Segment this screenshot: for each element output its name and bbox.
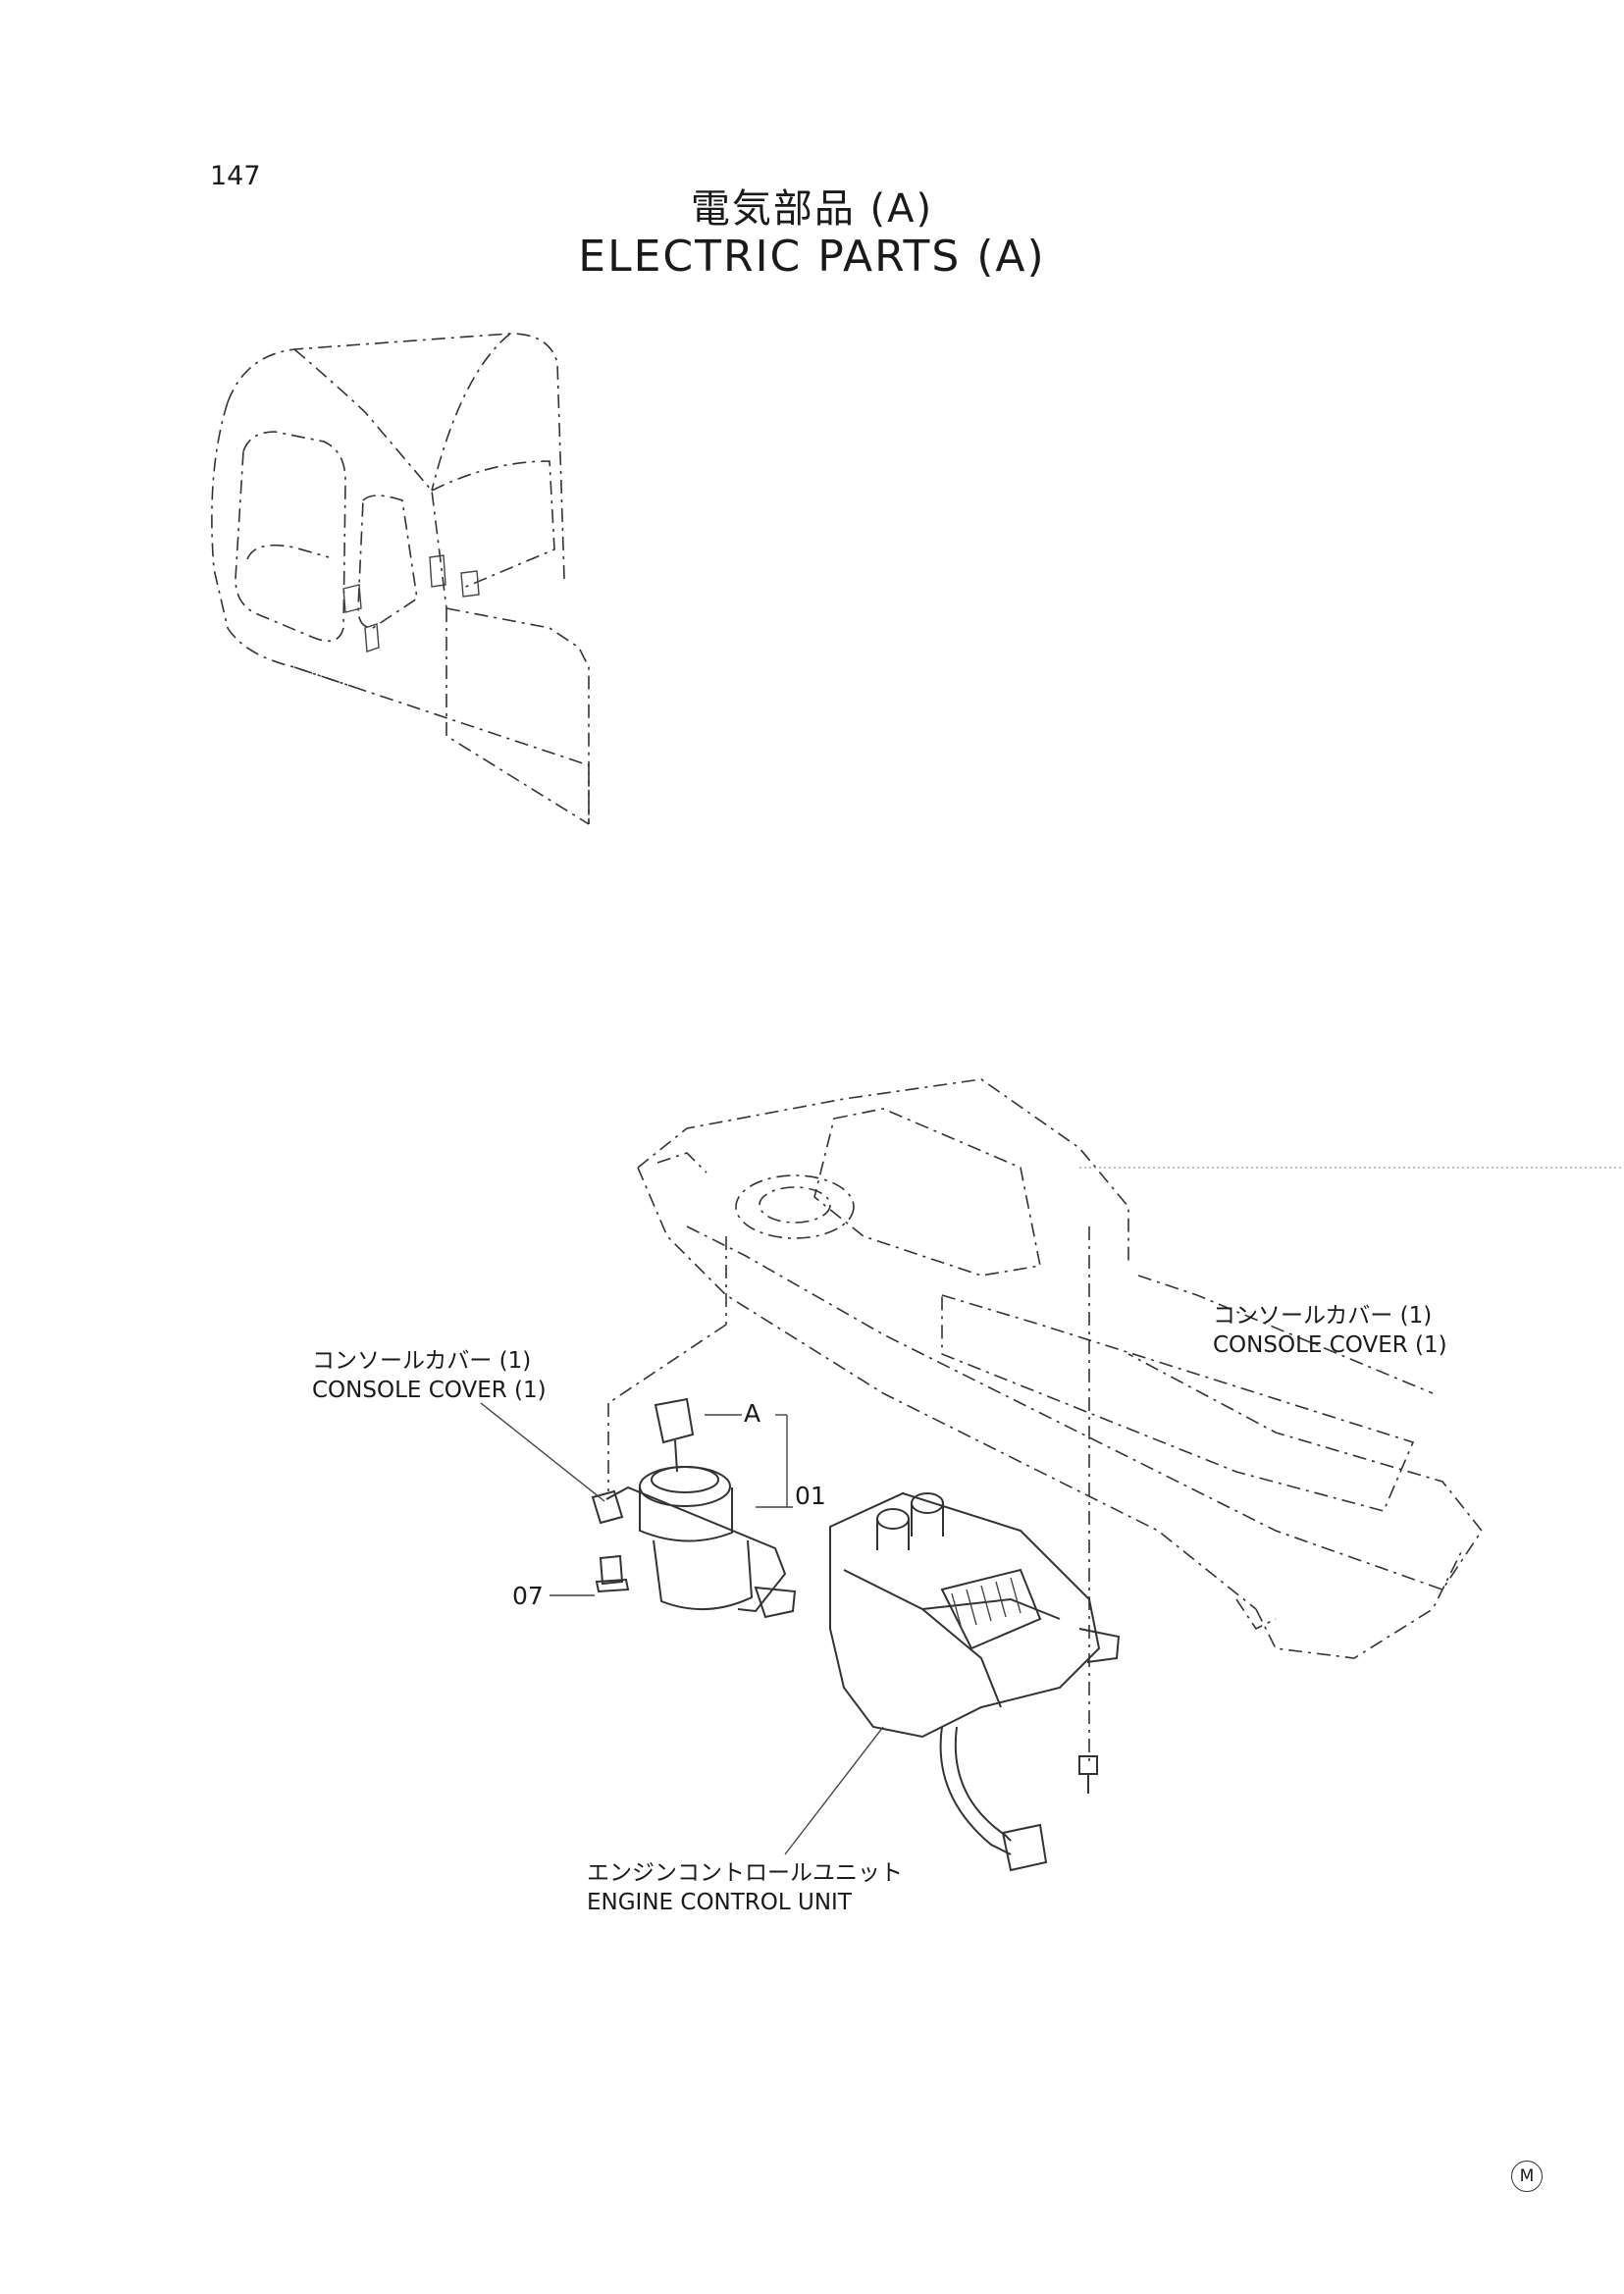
part-ref-a: A (744, 1399, 761, 1428)
ecu-label-en: ENGINE CONTROL UNIT (587, 1890, 852, 1915)
engine-control-unit-illustration (829, 1491, 1121, 1872)
console-cover-left-en: CONSOLE COVER (1) (312, 1378, 547, 1403)
leader-lines (480, 1402, 884, 1855)
console-cover-left-jp: コンソールカバー (1) (312, 1348, 532, 1374)
ecu-label-jp: エンジンコントロールユニット (587, 1860, 903, 1886)
console-cover-label-left: コンソールカバー (1) CONSOLE COVER (1) (312, 1346, 547, 1405)
part-ref-07: 07 (512, 1582, 544, 1610)
footer-m-mark: M (1511, 2161, 1543, 2192)
part-ref-01: 01 (795, 1482, 826, 1510)
key-switch-assembly (591, 1324, 797, 1619)
page-title-english: ELECTRIC PARTS (A) (578, 232, 1046, 282)
ecu-label: エンジンコントロールユニット ENGINE CONTROL UNIT (587, 1858, 903, 1917)
console-cover-right-jp: コンソールカバー (1) (1213, 1303, 1433, 1329)
console-cover-frame (637, 1078, 1624, 1766)
page-title-japanese: 電気部品 (A) (690, 186, 934, 232)
cab-overview-illustration (211, 333, 590, 825)
console-cover-label-right: コンソールカバー (1) CONSOLE COVER (1) (1213, 1301, 1447, 1360)
console-cover-right-en: CONSOLE COVER (1) (1213, 1332, 1447, 1358)
page-number: 147 (210, 161, 261, 191)
